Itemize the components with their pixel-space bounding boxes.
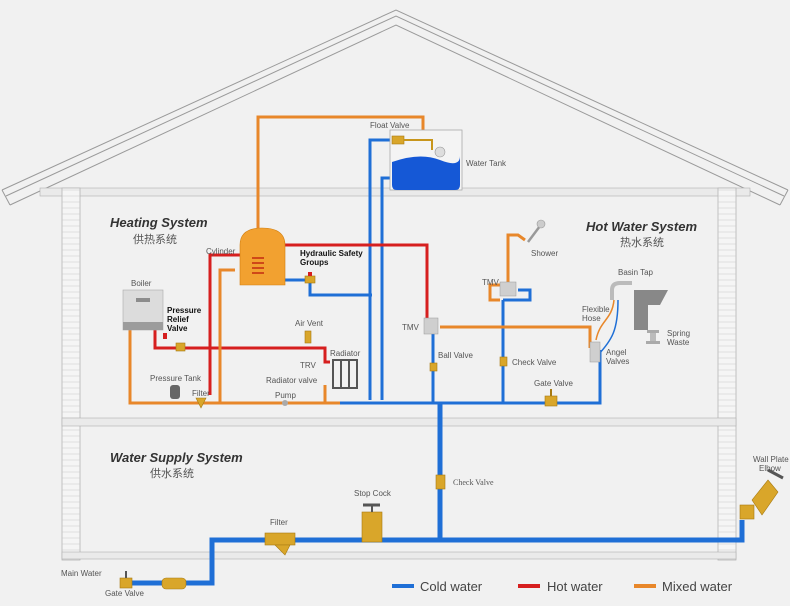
label-tmv-main: TMV bbox=[402, 323, 420, 332]
check-valve-hot-icon bbox=[499, 356, 508, 367]
legend-swatch-mixed bbox=[634, 584, 656, 588]
mixed-return bbox=[128, 330, 340, 405]
label-wall-plate-2: Elbow bbox=[759, 464, 781, 473]
tmv-shower bbox=[499, 281, 517, 297]
hot-cylinder-out bbox=[285, 243, 429, 320]
label-tmv-shower: TMV bbox=[482, 278, 500, 287]
hot-heating-main bbox=[153, 325, 330, 364]
walls bbox=[61, 187, 737, 561]
label-wall-plate-1: Wall Plate bbox=[753, 455, 789, 464]
water-supply-subtitle: 供水系统 bbox=[150, 466, 194, 480]
mixed-cylinder-return bbox=[218, 268, 235, 403]
hot-water-subtitle: 热水系统 bbox=[620, 236, 664, 249]
legend-label-mixed: Mixed water bbox=[662, 579, 733, 594]
hydraulic-safety-group bbox=[304, 272, 316, 284]
cold-hydraulic bbox=[285, 278, 372, 297]
label-radiator-valve: Radiator valve bbox=[266, 376, 318, 385]
label-water-tank: Water Tank bbox=[466, 159, 507, 168]
wall-plate-elbow bbox=[739, 468, 784, 520]
filter-heating-icon bbox=[195, 397, 207, 409]
label-radiator: Radiator bbox=[330, 349, 361, 358]
spring-waste bbox=[646, 330, 660, 344]
roof bbox=[1, 9, 789, 206]
label-boiler: Boiler bbox=[131, 279, 152, 288]
label-prv-3: Valve bbox=[167, 324, 188, 333]
label-filter-heating: Filter bbox=[192, 389, 210, 398]
pressure-tank bbox=[170, 385, 180, 399]
ground-floor bbox=[61, 551, 737, 560]
check-valve-supply-icon bbox=[435, 474, 446, 490]
label-gate-valve-main: Gate Valve bbox=[105, 589, 145, 598]
basin-tap bbox=[610, 281, 668, 330]
pressure-relief-valve bbox=[163, 333, 186, 352]
label-prv-2: Relief bbox=[167, 315, 189, 324]
label-gate-valve-hot: Gate Valve bbox=[534, 379, 574, 388]
boiler bbox=[122, 289, 164, 331]
legend-label-hot: Hot water bbox=[547, 579, 603, 594]
label-check-valve-hot: Check Valve bbox=[512, 358, 557, 367]
mixed-tmv-out bbox=[440, 325, 592, 348]
cold-float-pipe bbox=[368, 138, 392, 400]
pump-icon bbox=[282, 400, 288, 406]
label-angel-1: Angel bbox=[606, 348, 627, 357]
float-valve bbox=[391, 135, 433, 150]
label-pump: Pump bbox=[275, 391, 296, 400]
cold-tank-outlet bbox=[380, 176, 392, 400]
tmv-main bbox=[423, 317, 439, 335]
label-check-valve-supply: Check Valve bbox=[453, 478, 494, 487]
legend-swatch-hot bbox=[518, 584, 540, 588]
label-pressure-tank: Pressure Tank bbox=[150, 374, 202, 383]
air-vent bbox=[304, 330, 312, 344]
label-hydraulic-2: Groups bbox=[300, 258, 329, 267]
label-ball-valve: Ball Valve bbox=[438, 351, 474, 360]
label-trv: TRV bbox=[300, 361, 317, 370]
label-hydraulic-1: Hydraulic Safety bbox=[300, 249, 363, 258]
label-flexible-1: Flexible bbox=[582, 305, 610, 314]
flexible-hose-cold bbox=[597, 299, 619, 356]
label-spring-1: Spring bbox=[667, 329, 690, 338]
cold-supply-main bbox=[120, 520, 745, 586]
label-prv-1: Pressure bbox=[167, 306, 202, 315]
water-supply-title: Water Supply System bbox=[110, 450, 243, 465]
label-cylinder: Cylinder bbox=[206, 247, 236, 256]
label-float-valve: Float Valve bbox=[370, 121, 410, 130]
heating-subtitle: 供热系统 bbox=[133, 232, 177, 246]
label-air-vent: Air Vent bbox=[295, 319, 324, 328]
label-filter-supply: Filter bbox=[270, 518, 288, 527]
label-main-water: Main Water bbox=[61, 569, 102, 578]
label-flexible-2: Hose bbox=[582, 314, 601, 323]
label-angel-2: Valves bbox=[606, 357, 629, 366]
legend-swatch-cold bbox=[392, 584, 414, 588]
cold-tmv-shower bbox=[503, 288, 532, 302]
label-spring-2: Waste bbox=[667, 338, 690, 347]
middle-floor bbox=[61, 417, 737, 427]
legend: Cold water Hot water Mixed water bbox=[392, 579, 733, 594]
shower-head bbox=[527, 219, 546, 243]
stop-cock-icon bbox=[361, 503, 383, 543]
ball-valve-icon bbox=[429, 362, 438, 372]
hot-water-title: Hot Water System bbox=[586, 219, 697, 234]
filter-supply-icon bbox=[264, 532, 296, 556]
water-meter-icon bbox=[161, 577, 187, 590]
cold-house-main bbox=[340, 350, 602, 405]
heating-title: Heating System bbox=[110, 215, 208, 230]
radiator bbox=[332, 359, 358, 389]
gate-valve-hot-icon bbox=[544, 389, 558, 407]
gate-valve-main-icon bbox=[119, 571, 133, 589]
label-stop-cock: Stop Cock bbox=[354, 489, 392, 498]
mixed-vent-pipe bbox=[256, 115, 425, 228]
angel-valves bbox=[589, 341, 601, 363]
cylinder bbox=[239, 227, 286, 286]
label-basin-tap: Basin Tap bbox=[618, 268, 654, 277]
label-shower: Shower bbox=[531, 249, 558, 258]
legend-label-cold: Cold water bbox=[420, 579, 483, 594]
flexible-hose-hot bbox=[595, 299, 615, 341]
